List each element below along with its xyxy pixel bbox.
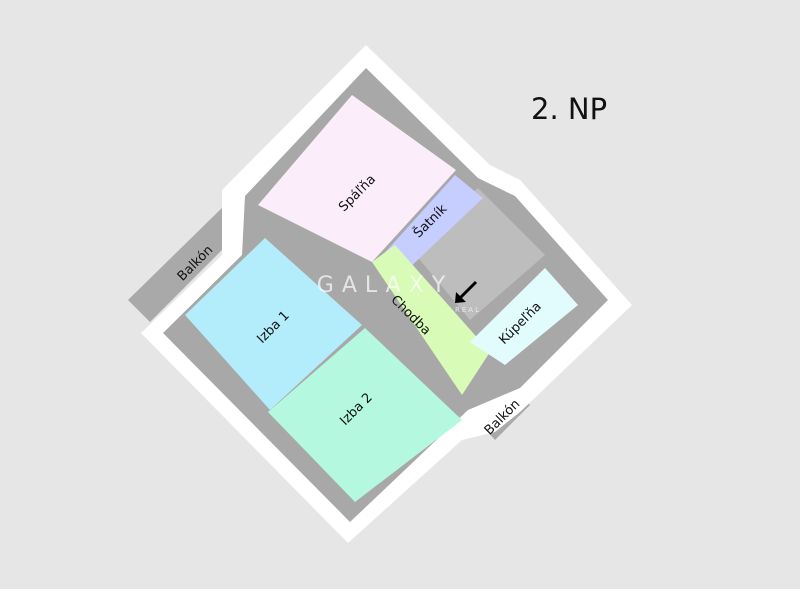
floor-title: 2. NP — [531, 92, 608, 126]
arrow-down-left-icon — [455, 280, 478, 303]
room-chodba — [372, 245, 490, 395]
room-spalna — [258, 95, 456, 262]
room-izba1 — [185, 238, 362, 410]
room-kupelna — [470, 268, 578, 365]
room-satnik — [380, 175, 483, 272]
room-izba2 — [268, 328, 462, 502]
balcony-left — [128, 202, 250, 322]
watermark-brand: GALAXY — [317, 273, 453, 298]
watermark-sub: REAL — [455, 306, 481, 314]
